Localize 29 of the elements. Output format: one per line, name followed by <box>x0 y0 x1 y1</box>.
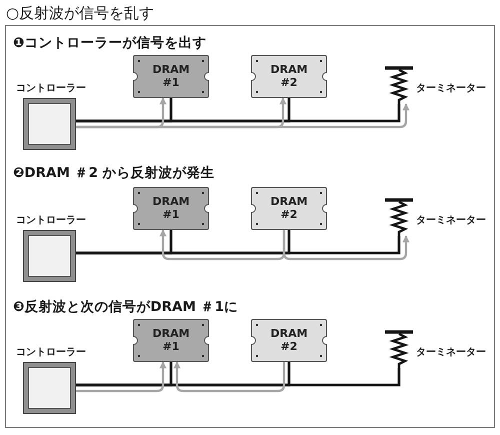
component-label: コントローラー <box>16 215 86 227</box>
memory-module <box>251 187 327 230</box>
module-label: DRAM #2 <box>269 327 309 353</box>
section-heading: ❸反射波と次の信号がDRAM ＃1に <box>13 299 238 315</box>
signal-arrow <box>282 230 410 260</box>
component-label: ターミネーター <box>416 347 486 359</box>
signal-arrow <box>174 361 286 392</box>
signal-arrow <box>160 229 286 260</box>
module-label: DRAM #2 <box>269 63 309 89</box>
memory-module <box>133 55 209 98</box>
wire <box>76 104 400 122</box>
wire <box>76 236 400 254</box>
signal-arrow <box>76 361 166 392</box>
module-label: DRAM #1 <box>151 327 191 353</box>
component-label: コントローラー <box>16 347 86 359</box>
section-heading: ❷DRAM ＃2 から反射波が発生 <box>13 165 215 181</box>
module-label: DRAM #2 <box>269 195 309 221</box>
component-label: コントローラー <box>16 83 86 95</box>
title: ○反射波が信号を乱す <box>6 4 154 22</box>
memory-module <box>133 319 209 362</box>
component-label: ターミネーター <box>416 83 486 95</box>
component-label: ターミネーター <box>416 215 486 227</box>
module-label: DRAM #1 <box>151 195 191 221</box>
memory-module <box>133 187 209 230</box>
memory-module <box>251 319 327 362</box>
signal-arrow <box>76 103 410 128</box>
memory-module <box>251 55 327 98</box>
wire <box>76 368 400 386</box>
module-label: DRAM #1 <box>151 63 191 89</box>
